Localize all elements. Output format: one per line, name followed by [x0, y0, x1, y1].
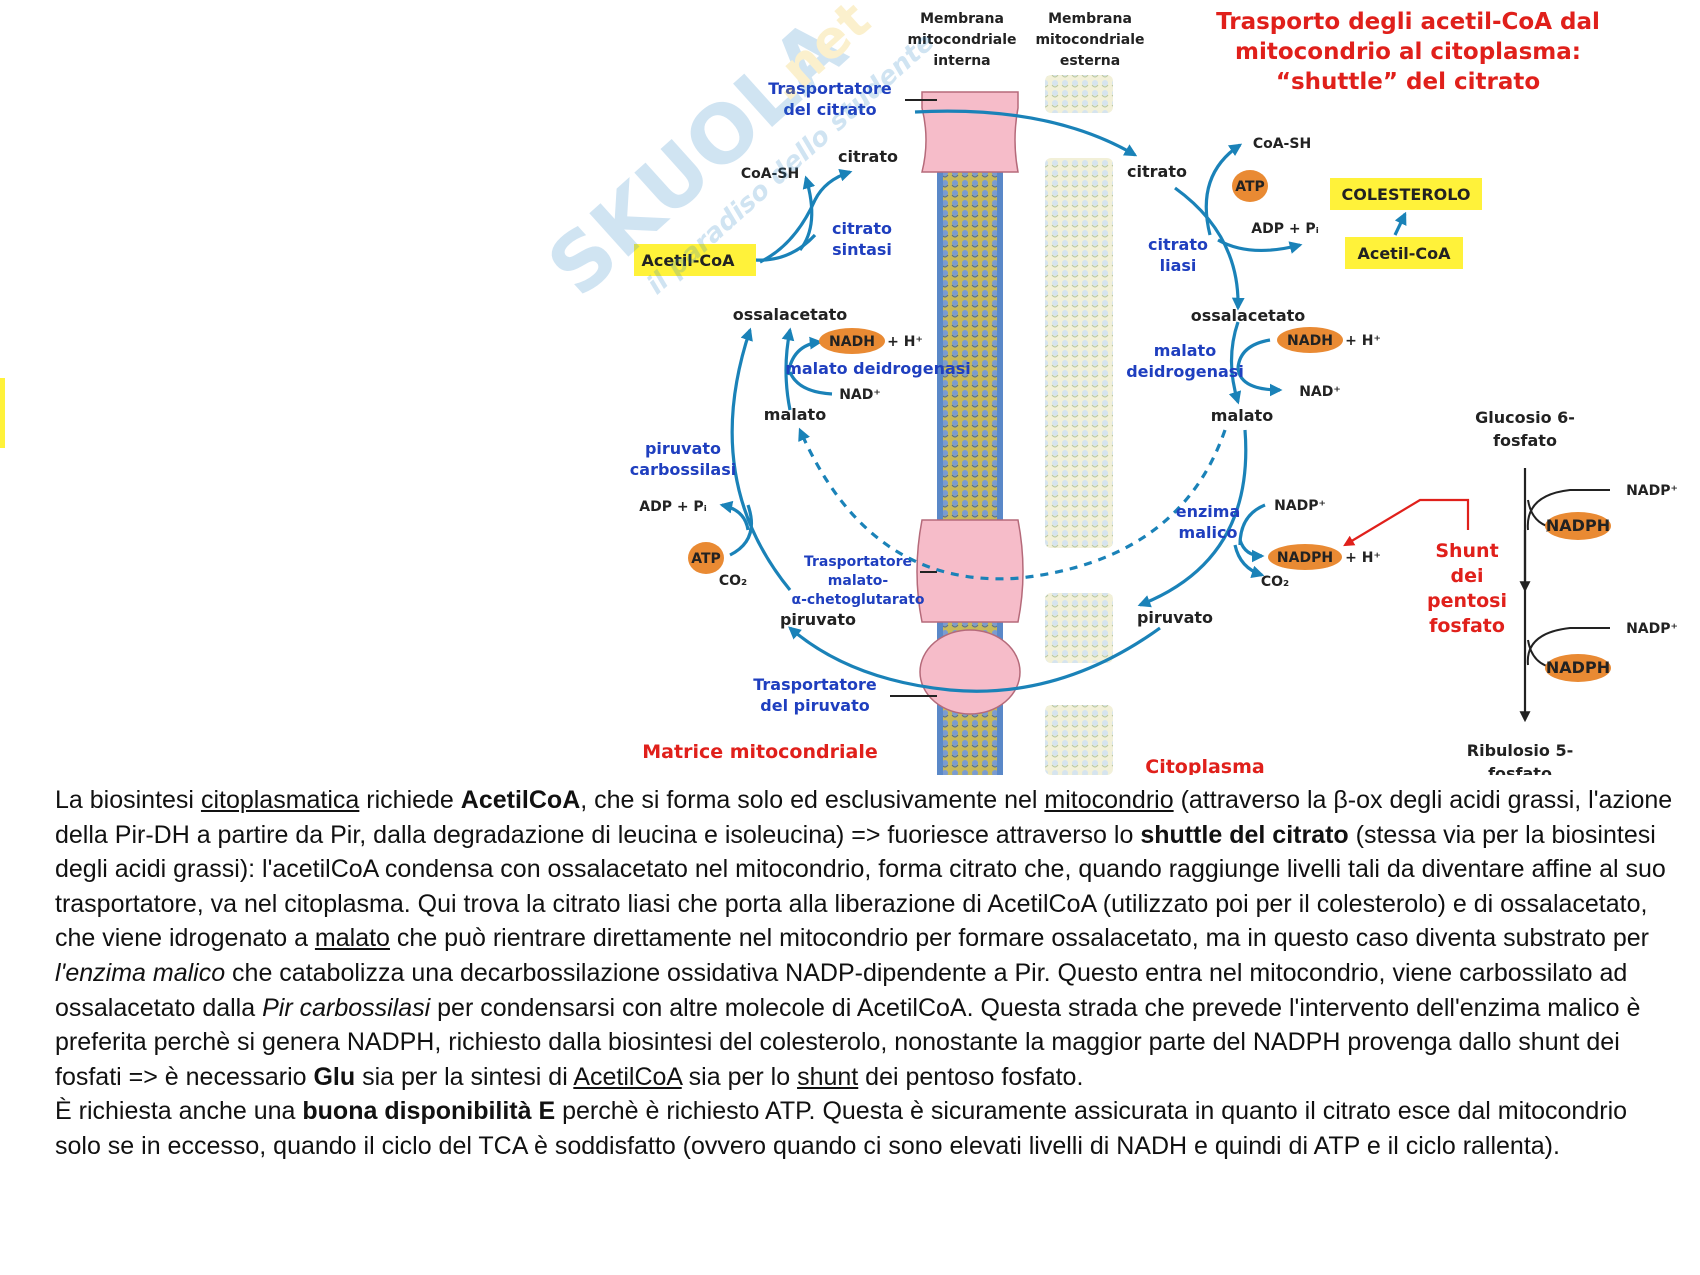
hplus-right: + H⁺	[1345, 333, 1381, 349]
malate-left: malato	[764, 405, 826, 424]
pyruvate-left: piruvato	[780, 610, 856, 629]
nadp-pentose-2: NADP⁺	[1626, 621, 1678, 637]
coash-right-arrow	[1204, 143, 1243, 236]
malate-dashed-arrow	[798, 427, 1227, 581]
malate-to-pyruvate-arrow	[1137, 429, 1248, 608]
adp-pi-right: ADP + Pᵢ	[1251, 221, 1319, 237]
citrate-left: citrato	[838, 147, 898, 166]
malate-dh-left: malato deidrogenasi	[785, 359, 971, 378]
co2-left: CO₂	[719, 573, 747, 589]
pyruvate-transporter	[919, 629, 1021, 715]
malate-transporter	[916, 519, 1024, 623]
malate-right: malato	[1211, 406, 1273, 425]
citrate-transporter	[921, 91, 1019, 173]
pyruvate-right: piruvato	[1137, 608, 1213, 627]
citrate-right: citrato	[1127, 162, 1187, 181]
atp-in-arrow	[729, 504, 753, 557]
shunt-to-nadph-arrow	[1343, 498, 1470, 547]
inner-membrane-edge	[937, 95, 943, 775]
co2-out-arrow	[1233, 544, 1265, 578]
coash-left: CoA-SH	[741, 166, 799, 182]
pyruvate-import-arrow	[788, 626, 1161, 693]
acetylcoa-left-box: Acetil-CoA	[641, 251, 735, 270]
nadph-pentose-1: NADPH	[1546, 516, 1610, 535]
margin-marker	[0, 378, 5, 448]
matrix-label: Matrice mitocondriale	[642, 741, 877, 763]
nadph-pentose-2: NADPH	[1546, 658, 1610, 677]
outer-membrane-seg	[1045, 158, 1113, 548]
acetylcoa-right-box: Acetil-CoA	[1357, 244, 1451, 263]
atp-right: ATP	[1235, 179, 1265, 195]
oxaloacetate-to-malate-arrow	[1228, 321, 1242, 405]
oxaloacetate-to-citrate-arrow	[759, 169, 853, 264]
nadh-right-in	[1236, 338, 1271, 369]
nadp-pentose-1: NADP⁺	[1626, 483, 1678, 499]
nadp-in-arrow	[1238, 503, 1266, 546]
nadph-right: NADPH	[1277, 550, 1333, 566]
paragraph-2: È richiesta anche una buona disponibilit…	[55, 1097, 1628, 1160]
hplus-right-2: + H⁺	[1345, 550, 1381, 566]
skuola-watermark: SKUOLA .net il paradiso dello studente	[530, 0, 940, 314]
nad-right-arrow	[1236, 367, 1283, 397]
nadph-out-arrow	[1238, 539, 1265, 563]
glucose-6p-label: Glucosio 6-fosfato	[1475, 408, 1575, 450]
acetylcoa-right-arrow	[1217, 238, 1303, 254]
explanation-text: La biosintesi citoplasmatica richiede Ac…	[55, 783, 1675, 1164]
acetylcoa-in-arrow	[754, 233, 817, 262]
outer-membrane-seg	[1045, 75, 1113, 113]
citrate-export-arrow	[914, 109, 1138, 157]
cholesterol-box: COLESTEROLO	[1342, 185, 1471, 204]
co2-right: CO₂	[1261, 574, 1289, 590]
inner-membrane-edge	[997, 95, 1003, 775]
oxaloacetate-right: ossalacetato	[1191, 306, 1306, 325]
adp-pi-left: ADP + Pᵢ	[639, 499, 707, 515]
outer-membrane-seg	[1045, 593, 1113, 663]
nad-right: NAD⁺	[1299, 384, 1341, 400]
atp-left: ATP	[691, 551, 721, 567]
oxaloacetate-left: ossalacetato	[733, 305, 848, 324]
nadp-right: NADP⁺	[1274, 498, 1326, 514]
malate-to-oxaloacetate-arrow	[781, 327, 795, 411]
hplus-left: + H⁺	[887, 334, 923, 350]
paragraph-1: La biosintesi citoplasmatica richiede Ac…	[55, 786, 1673, 1091]
ribulose-5p-label: Ribulosio 5-fosfato	[1467, 741, 1573, 775]
acetylcoa-to-cholesterol-arrow	[1393, 211, 1407, 236]
nad-left: NAD⁺	[839, 387, 881, 403]
nadh-left-arrow	[786, 336, 823, 376]
nad-left-in	[788, 371, 833, 396]
cytoplasm-label: Citoplasma	[1145, 756, 1264, 775]
pyruvate-to-oxaloacetate-arrow	[730, 327, 792, 592]
nadh-left: NADH	[829, 334, 875, 350]
nadh-right: NADH	[1287, 333, 1333, 349]
outer-membrane-seg	[1045, 705, 1113, 775]
coash-right: CoA-SH	[1253, 136, 1311, 152]
adp-out-arrow	[719, 500, 750, 531]
